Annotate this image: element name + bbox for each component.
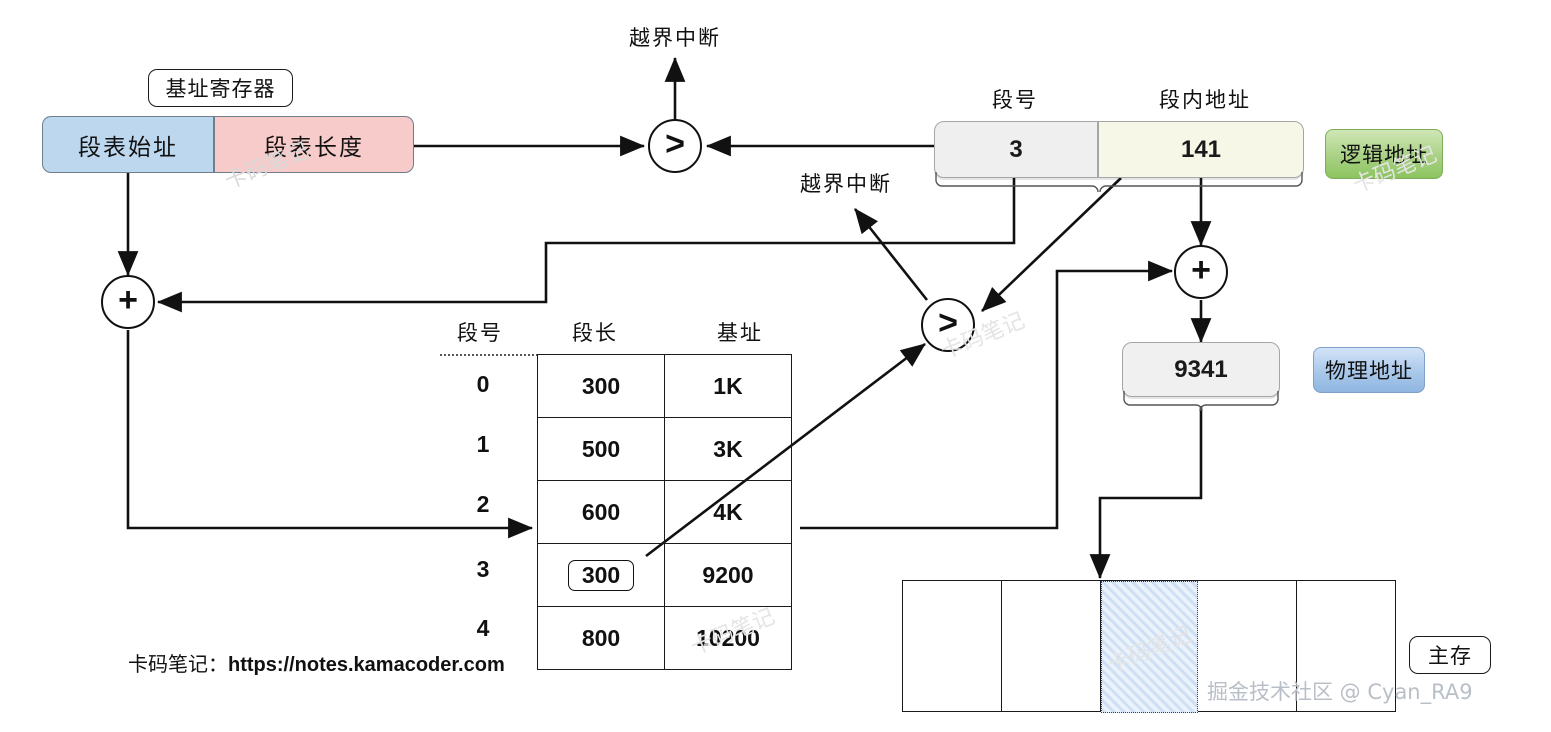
memory-cell xyxy=(903,581,1002,711)
memory-cell xyxy=(1002,581,1101,711)
segment-table-length-box: 段表长度 xyxy=(214,116,414,173)
wire-compare-mid-to-interrupt xyxy=(853,208,929,301)
footer-prefix: 卡码笔记： xyxy=(128,652,228,676)
segment-no-dotted-rule xyxy=(440,354,538,356)
cell-length: 300 xyxy=(537,354,665,418)
offset-field: 141 xyxy=(1098,121,1304,178)
row-index-2: 2 xyxy=(476,491,490,517)
segment-table-body: 300 1K 500 3K 600 4K 300 9200 800 10200 xyxy=(537,354,792,670)
logical-address-label: 逻辑地址 xyxy=(1340,143,1428,167)
physical-address-value: 9341 xyxy=(1174,355,1228,383)
segment-table-header-base: 基址 xyxy=(700,318,780,346)
main-memory-strip xyxy=(902,580,1396,713)
adder-left-symbol: + xyxy=(118,281,138,319)
cell-base: 4K xyxy=(664,480,792,544)
physical-address-label: 物理地址 xyxy=(1325,359,1413,383)
interrupt-top-text: 越界中断 xyxy=(629,26,721,50)
community-watermark-text: 掘金技术社区 @ Cyan_RA9 xyxy=(1207,680,1473,704)
cell-base: 9200 xyxy=(664,543,792,607)
wire-offset-to-compare-mid xyxy=(981,177,1122,312)
wire-base-to-adder-right xyxy=(800,260,1174,530)
header-segment-base: 基址 xyxy=(717,321,763,345)
base-register-callout: 基址寄存器 xyxy=(148,69,293,107)
cell-length: 500 xyxy=(537,417,665,481)
offset-value: 141 xyxy=(1180,135,1222,163)
main-memory-label: 主存 xyxy=(1428,644,1472,668)
segment-number-field: 3 xyxy=(934,121,1098,178)
segment-number-caption-text: 段号 xyxy=(992,88,1038,112)
table-row: 300 1K xyxy=(537,354,792,418)
segment-table-start-box: 段表始址 xyxy=(42,116,214,173)
memory-cell-active xyxy=(1100,581,1199,713)
cell-base: 3K xyxy=(664,417,792,481)
adder-right-symbol: + xyxy=(1191,251,1211,289)
adder-left: + xyxy=(101,275,155,329)
segment-table: 300 1K 500 3K 600 4K 300 9200 800 10200 xyxy=(537,354,792,670)
segment-table-header-len: 段长 xyxy=(555,318,635,346)
table-row: 600 4K xyxy=(537,480,792,544)
memory-cell xyxy=(1198,581,1298,711)
table-row: 500 3K xyxy=(537,417,792,481)
physical-address-field: 9341 xyxy=(1122,342,1280,397)
offset-caption-text: 段内地址 xyxy=(1159,88,1251,112)
segment-table-header-no: 段号 xyxy=(445,318,515,346)
offset-caption: 段内地址 xyxy=(1140,85,1270,113)
cell-length: 600 xyxy=(537,480,665,544)
segment-table-start-label: 段表始址 xyxy=(78,134,178,161)
table-row: 300 9200 xyxy=(537,543,792,607)
segment-number-value: 3 xyxy=(1009,135,1023,163)
physical-address-pill: 物理地址 xyxy=(1313,347,1425,393)
header-segment-no: 段号 xyxy=(457,321,503,345)
header-segment-len: 段长 xyxy=(572,321,618,345)
comparator-middle: > xyxy=(921,298,975,352)
footer-credit: 卡码笔记：https://notes.kamacoder.com xyxy=(128,648,505,677)
comparator-top: > xyxy=(648,119,702,173)
logical-address-pill: 逻辑地址 xyxy=(1325,129,1443,179)
cell-length-highlighted: 300 xyxy=(537,543,665,607)
footer-url: https://notes.kamacoder.com xyxy=(228,654,505,676)
segment-table-length-label: 段表长度 xyxy=(264,134,364,161)
interrupt-top-label: 越界中断 xyxy=(608,22,742,52)
main-memory-callout: 主存 xyxy=(1409,636,1491,674)
interrupt-middle-label: 越界中断 xyxy=(779,168,913,198)
adder-right: + xyxy=(1174,245,1228,299)
comparator-middle-symbol: > xyxy=(938,304,958,342)
segment-number-caption: 段号 xyxy=(975,85,1055,113)
table-row: 800 10200 xyxy=(537,606,792,670)
community-watermark: 掘金技术社区 @ Cyan_RA9 xyxy=(1207,676,1473,706)
row-index-3: 3 xyxy=(476,556,490,582)
wire-physical-to-memory xyxy=(1089,406,1203,580)
row-index-4: 4 xyxy=(476,615,490,641)
cell-base: 10200 xyxy=(664,606,792,670)
row-index-0: 0 xyxy=(476,371,490,397)
highlighted-length-value: 300 xyxy=(567,559,635,591)
cell-length: 800 xyxy=(537,606,665,670)
interrupt-middle-text: 越界中断 xyxy=(800,172,892,196)
row-index-1: 1 xyxy=(476,431,490,457)
base-register-label: 基址寄存器 xyxy=(165,77,276,101)
comparator-top-symbol: > xyxy=(665,125,685,163)
cell-base: 1K xyxy=(664,354,792,418)
